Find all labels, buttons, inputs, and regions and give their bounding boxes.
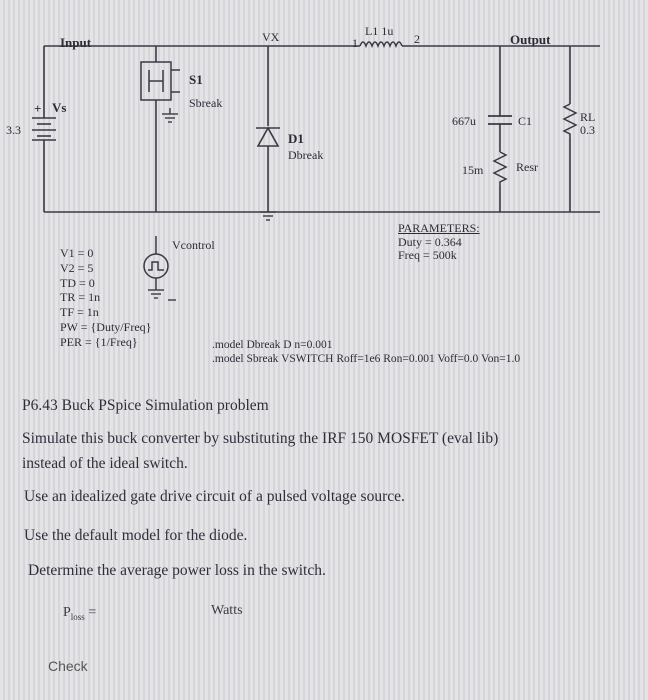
diode-model-label: Dbreak [288, 148, 324, 162]
cap-name-label: C1 [518, 114, 533, 128]
inductor-label: L1 1u [365, 24, 394, 38]
node1-label: 1 [352, 36, 358, 50]
problem-line-1: Simulate this buck converter by substitu… [22, 430, 499, 447]
source-value-label: 3.3 [6, 123, 21, 137]
switch-name-label: S1 [189, 72, 203, 87]
problem-line-3: Use an idealized gate drive circuit of a… [24, 488, 405, 505]
param-freq: Freq = 500k [398, 248, 457, 262]
esr-resistor-symbol [492, 151, 508, 186]
pulse-param-v2: V2 = 5 [60, 260, 94, 275]
param-duty: Duty = 0.364 [398, 234, 462, 249]
buck-converter-schematic [32, 41, 600, 301]
pulse-param-v1: V1 = 0 [60, 246, 94, 260]
vcontrol-label: Vcontrol [172, 238, 215, 252]
problem-line-4: Use the default model for the diode. [24, 527, 248, 544]
load-resistor-symbol [562, 103, 578, 138]
cap-value-label: 667u [452, 114, 476, 128]
ploss-row: Ploss = [63, 603, 164, 622]
dc-source-symbol [32, 117, 56, 141]
vcontrol-source-symbol [143, 236, 169, 290]
diode-ground-icon [260, 211, 276, 221]
input-label: Input [60, 35, 92, 50]
check-button[interactable]: Check [44, 654, 102, 678]
pulse-param-tr: TR = 1n [60, 290, 101, 305]
pulse-param-tf: TF = 1n [60, 305, 99, 320]
output-label: Output [510, 32, 551, 47]
ploss-subscript: loss [70, 611, 85, 622]
inductor-symbol [359, 41, 403, 49]
esr-name-label: Resr [516, 160, 538, 174]
problem-line-2: instead of the ideal switch. [22, 455, 188, 472]
parameters-title: PARAMETERS: [398, 221, 480, 235]
capacitor-symbol [488, 115, 512, 125]
vx-label: VX [262, 30, 280, 44]
pulse-param-td: TD = 0 [60, 275, 95, 290]
switch-model-label: Sbreak [189, 96, 223, 110]
pulse-param-per: PER = {1/Freq} [60, 334, 138, 349]
ploss-label: P [63, 605, 71, 620]
pulse-param-pw: PW = {Duty/Freq} [60, 319, 152, 334]
load-name-label: RL [580, 110, 596, 124]
switch-symbol [140, 61, 180, 101]
model-sbreak: .model Sbreak VSWITCH Roff=1e6 Ron=0.001… [212, 353, 521, 365]
vcontrol-ground-icon [148, 289, 176, 301]
ploss-equals: = [88, 605, 97, 620]
problem-title: P6.43 Buck PSpice Simulation problem [22, 397, 269, 414]
source-name-label: Vs [52, 100, 67, 115]
switch-ground-icon [162, 108, 178, 123]
diode-symbol [256, 126, 280, 147]
parameters-block: PARAMETERS: Duty = 0.364 Freq = 500k [398, 221, 480, 263]
units-label: Watts [211, 603, 243, 618]
esr-value-label: 15m [462, 163, 484, 177]
pulse-params: V1 = 0 V2 = 5 TD = 0 TR = 1n TF = 1n PW … [60, 246, 151, 350]
node2-label: 2 [414, 32, 420, 46]
ploss-answer-input[interactable] [99, 603, 164, 621]
problem-line-5: Determine the average power loss in the … [28, 562, 326, 579]
load-value-label: 0.3 [580, 123, 595, 137]
diode-name-label: D1 [288, 131, 304, 146]
source-plus-label: + [34, 101, 42, 116]
model-dbreak: .model Dbreak D n=0.001 [212, 339, 333, 351]
